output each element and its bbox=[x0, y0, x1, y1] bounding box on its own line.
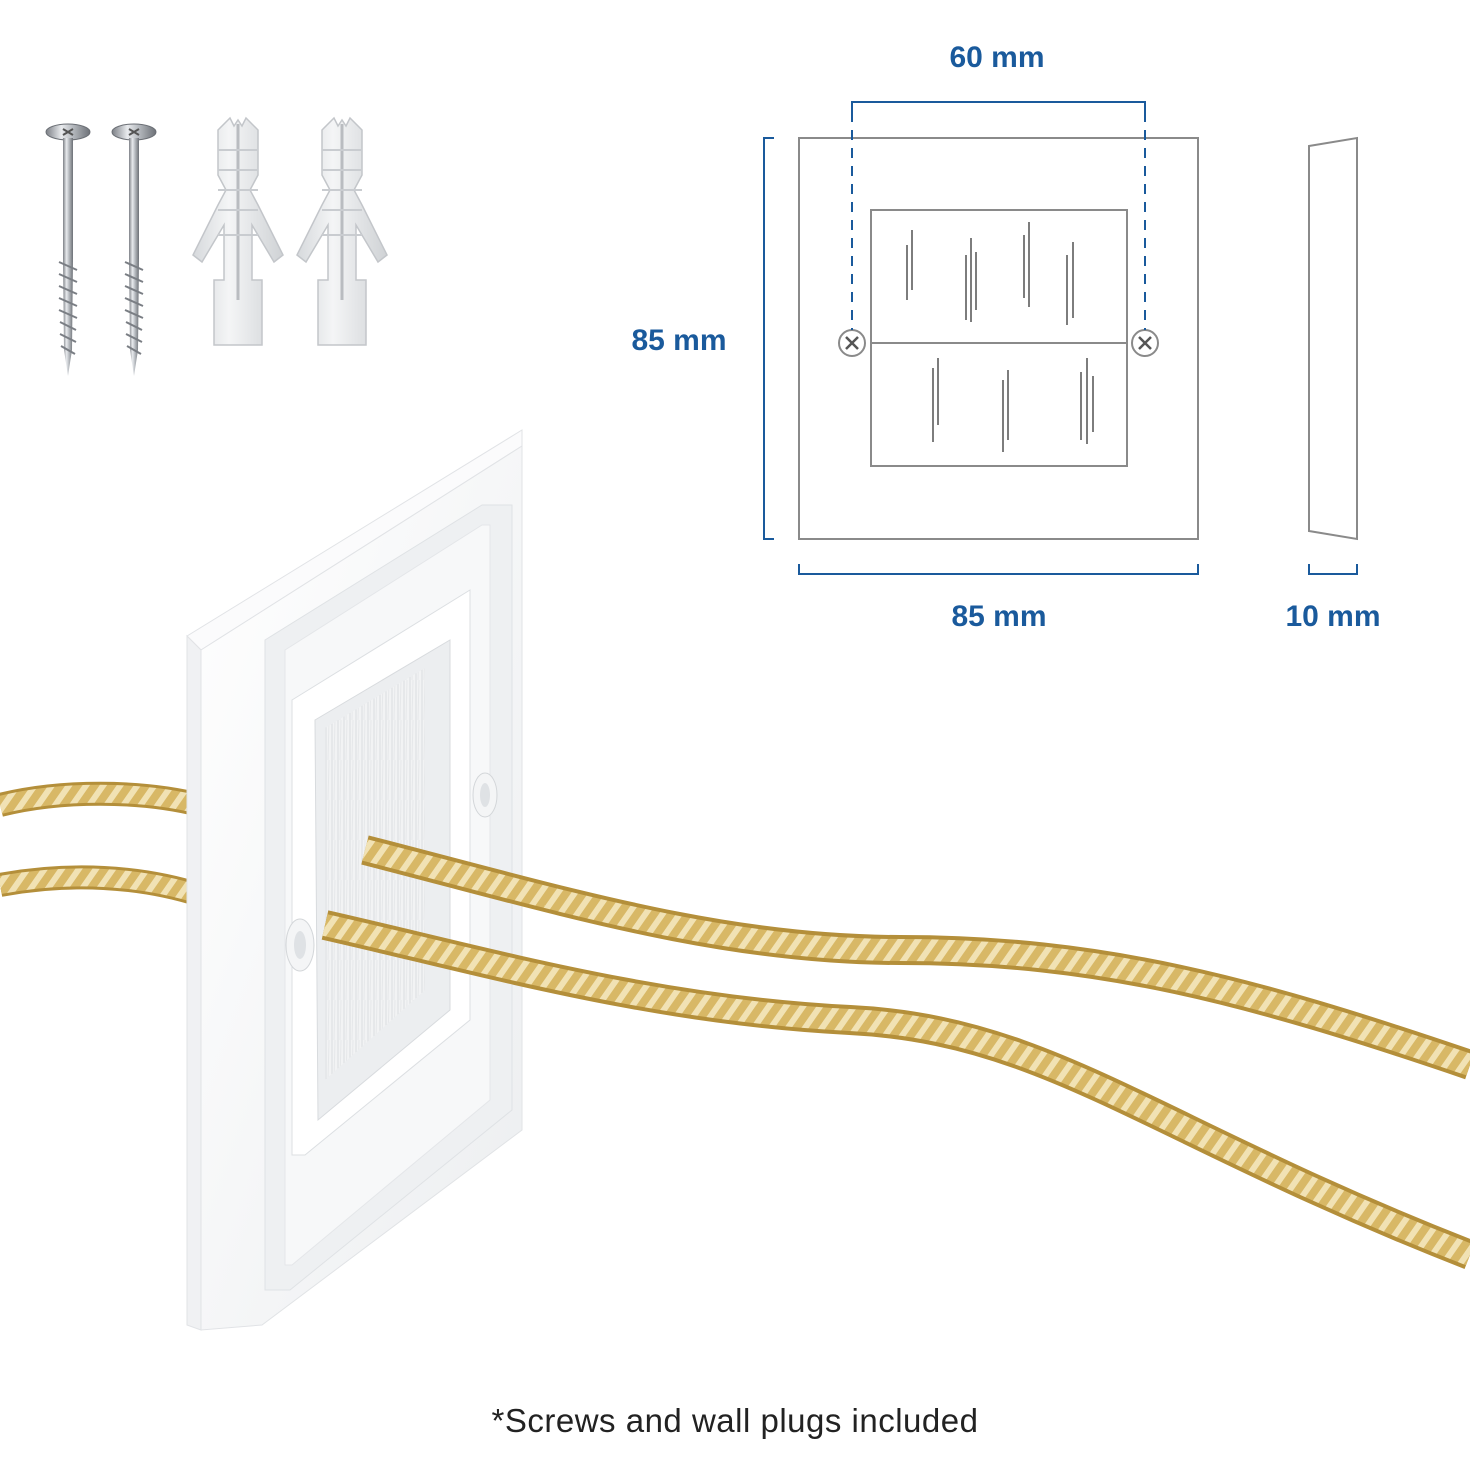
dimension-label-width: 85 mm bbox=[951, 600, 1046, 633]
side-profile-outline bbox=[1308, 136, 1358, 541]
screw-icon bbox=[111, 123, 157, 376]
brush-area-outline bbox=[870, 209, 1128, 467]
wall-plug-icon bbox=[192, 116, 284, 346]
wall-plate bbox=[186, 429, 523, 1331]
cable-front bbox=[321, 835, 1470, 1269]
screw-icon bbox=[45, 123, 91, 376]
dimension-line-width bbox=[798, 564, 1199, 575]
dimension-line-height bbox=[763, 137, 774, 540]
bristle-lines bbox=[906, 222, 1094, 452]
dimension-line-depth bbox=[1308, 564, 1358, 575]
cross-screw-icon bbox=[1131, 329, 1159, 357]
dimension-label-inner-width: 60 mm bbox=[949, 41, 1044, 74]
technical-drawing: 60 mm 85 mm 85 mm 10 mm bbox=[631, 41, 1380, 633]
cross-screw-icon bbox=[838, 329, 866, 357]
caption-text: *Screws and wall plugs included bbox=[491, 1402, 979, 1439]
dimension-line-60 bbox=[851, 101, 1146, 112]
dimension-label-depth: 10 mm bbox=[1285, 600, 1380, 633]
dimension-label-height: 85 mm bbox=[631, 324, 726, 357]
brush-insert bbox=[325, 668, 425, 1080]
plate-outline bbox=[798, 137, 1199, 540]
wall-plug-icon bbox=[296, 116, 388, 346]
cable-left bbox=[0, 781, 204, 907]
